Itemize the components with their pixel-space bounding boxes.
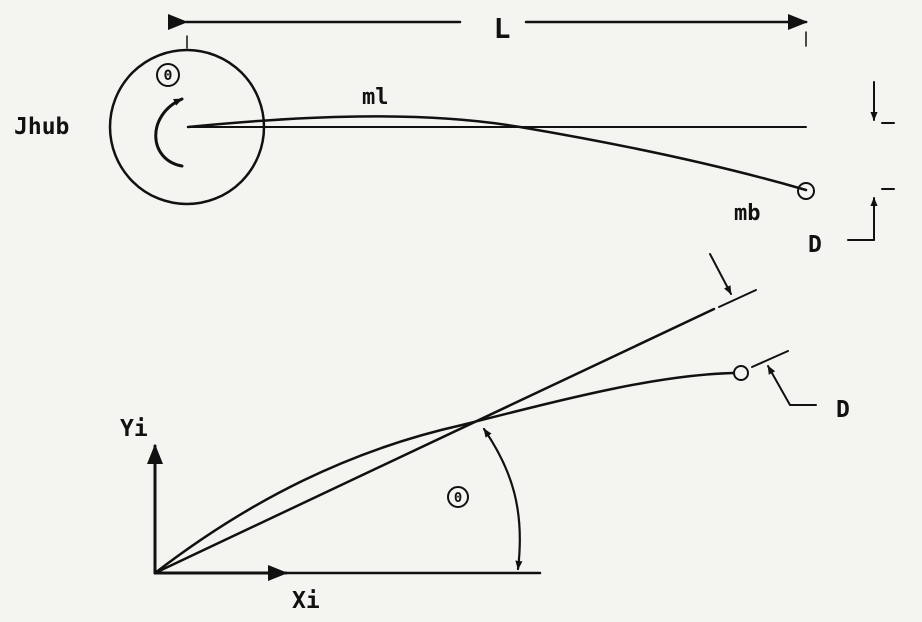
angle-symbol: Θ <box>454 491 462 506</box>
bottom-deflection-dimension: D <box>709 253 850 423</box>
tip-mass-label: mb <box>734 201 761 226</box>
deflection-arrow-top <box>709 253 732 295</box>
length-label: L <box>494 12 511 45</box>
hub-angle-circle <box>156 63 180 87</box>
rigid-body-line <box>153 307 716 575</box>
angle-arc <box>482 427 523 571</box>
length-dimension: L <box>168 12 808 49</box>
inertial-axes: Yi Xi <box>120 416 542 614</box>
tip-mass <box>797 182 815 200</box>
bottom-view: Yi Xi Θ D <box>120 253 850 614</box>
angle-symbol-circle <box>447 486 469 508</box>
bottom-deflection-label: D <box>836 397 850 423</box>
hub-rotation-arrow <box>154 97 184 168</box>
flexible-link: ml mb <box>186 85 815 226</box>
top-deflection-label: D <box>808 232 822 258</box>
deflection-arrow-bottom <box>767 365 817 406</box>
link-deflected-curve <box>186 115 808 192</box>
tip-mass-bottom <box>733 365 749 381</box>
link-mass-label: ml <box>362 85 389 110</box>
rigid-line-extension <box>718 289 757 308</box>
top-deflection-dimension: D <box>808 81 895 258</box>
x-axis-label: Xi <box>292 588 320 614</box>
y-axis-label: Yi <box>120 416 148 442</box>
angle-theta: Θ <box>447 427 523 571</box>
hub-angle-symbol: Θ <box>164 68 172 84</box>
top-view: L Θ Jhub ml mb D <box>14 12 895 258</box>
tip-extension-line <box>751 350 789 368</box>
deflected-link-curve <box>153 371 735 575</box>
hub-label: Jhub <box>14 114 69 140</box>
rotated-link <box>153 289 789 575</box>
